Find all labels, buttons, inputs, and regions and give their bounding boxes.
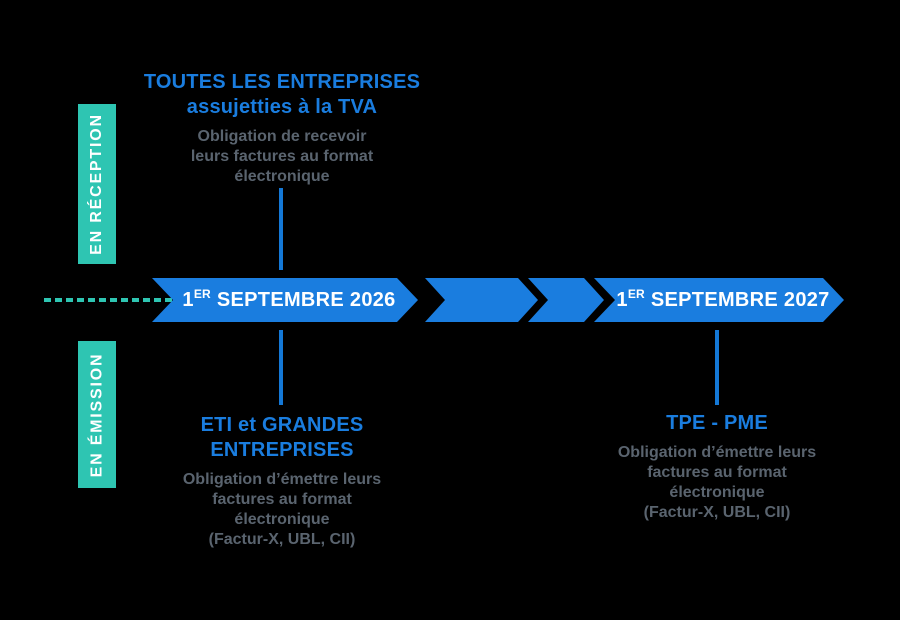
milestone-2027-date: SEPTEMBRE 2027 [650,288,830,311]
chevron-arrow-icon-2 [528,278,604,322]
annotation-tpe-heading: TPE - PME [666,412,768,434]
annotation-emission-eti: ETI et GRANDES ENTREPRISES Obligation d’… [132,413,432,550]
annotation-reception-heading: TOUTES LES ENTREPRISES assujetties à la … [143,71,421,118]
annotation-emission-tpe: TPE - PME Obligation d’émettre leurs fac… [567,411,867,523]
annotation-eti-heading: ETI et GRANDES ENTREPRISES [200,414,364,461]
timeline-dashed-lead-line [44,298,174,302]
connector-line-top [279,188,283,270]
annotation-tpe-body: Obligation d’émettre leurs factures au f… [617,444,817,521]
milestone-2027-ordinal: ER [627,287,645,301]
side-label-emission-text: EN ÉMISSION [88,352,105,477]
annotation-reception-all: TOUTES LES ENTREPRISES assujetties à la … [132,70,432,187]
side-label-reception-text: EN RÉCEPTION [88,113,105,255]
milestone-2026-day: 1 [182,288,194,311]
connector-line-bottom-left [279,330,283,405]
side-label-reception: EN RÉCEPTION [78,104,116,264]
connector-line-bottom-right [715,330,719,405]
chevron-arrow-icon-1 [425,278,538,322]
milestone-2026-ordinal: ER [193,287,211,301]
side-label-emission: EN ÉMISSION [78,341,116,488]
annotation-reception-body: Obligation de recevoir leurs factures au… [190,128,374,185]
annotation-eti-body: Obligation d’émettre leurs factures au f… [182,471,382,548]
milestone-2027-day: 1 [616,288,628,311]
milestone-2026-date: SEPTEMBRE 2026 [216,288,396,311]
